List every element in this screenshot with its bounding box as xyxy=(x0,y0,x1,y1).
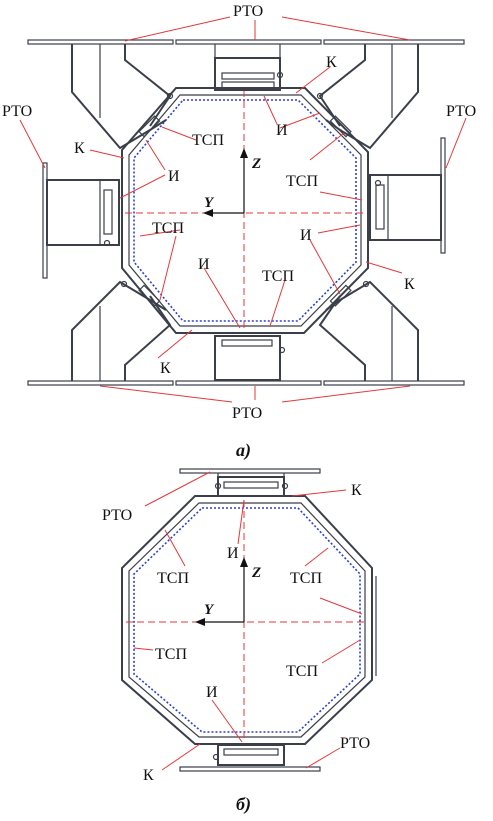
labels-a: РТО РТО РТО РТО К К К К И И И И ТСП ТСП … xyxy=(2,3,476,422)
label-i-right-a: И xyxy=(300,227,312,244)
axis-label-z-a: Z xyxy=(251,156,261,172)
label-rto-bottom-a: РТО xyxy=(232,405,262,422)
elbow-bottom-right-a xyxy=(318,280,419,381)
caption-a: а) xyxy=(236,440,251,461)
axis-label-z-b: Z xyxy=(251,565,261,581)
label-i-bottom-b: И xyxy=(206,684,218,701)
rto-plate-top-b xyxy=(179,468,321,474)
octagon-inner-b xyxy=(128,502,366,738)
axis-label-y-b: Y xyxy=(204,602,215,618)
rto-plates-top-a xyxy=(27,39,465,45)
label-i-left-a: И xyxy=(168,168,180,185)
label-k-left-a: К xyxy=(74,140,85,157)
label-k-right-a: К xyxy=(404,276,415,293)
rto-plate-bottom-b xyxy=(179,766,321,772)
label-k-bottom-b: К xyxy=(143,767,154,784)
caption-b: б) xyxy=(236,794,251,815)
label-rto-left-a: РТО xyxy=(2,103,32,120)
label-tsp-left-a: ТСП xyxy=(152,220,184,237)
label-k-top-right-a: К xyxy=(326,54,337,71)
axis-label-y-a: Y xyxy=(204,195,215,211)
label-k-bottom-a: К xyxy=(160,360,171,377)
leaders-b xyxy=(133,471,363,771)
elbow-top-right-a xyxy=(316,44,419,150)
label-tsp-bottom-a: ТСП xyxy=(262,268,294,285)
label-i-top-b: И xyxy=(227,545,239,562)
bottom-box-a xyxy=(214,335,286,381)
elbow-top-left-a xyxy=(71,44,174,150)
diagram-b: Z Y РТО К И ТСП ТСП ТСП ТСП И Р xyxy=(102,468,377,815)
label-tsp-top-right-b: ТСП xyxy=(290,570,322,587)
label-i-top-a: И xyxy=(276,122,288,139)
axes-b: Z Y xyxy=(195,557,261,626)
insulation-a xyxy=(133,99,357,322)
top-box-b xyxy=(214,473,289,497)
axes-a: Z Y xyxy=(203,148,261,217)
label-rto-right-a: РТО xyxy=(446,103,476,120)
label-tsp-bottom-right-b: ТСП xyxy=(286,663,318,680)
insulation-b xyxy=(133,507,361,733)
labels-b: РТО К И ТСП ТСП ТСП ТСП И РТО К xyxy=(102,482,370,784)
top-box-a xyxy=(214,44,284,91)
label-tsp-right-a: ТСП xyxy=(286,173,318,190)
rto-plates-bottom-a xyxy=(27,380,465,386)
octagon-hull-b xyxy=(121,495,373,745)
label-rto-top-b: РТО xyxy=(102,507,132,524)
label-i-bottom-a: И xyxy=(198,256,210,273)
label-tsp-top-left-b: ТСП xyxy=(157,570,189,587)
elbow-bottom-left-a xyxy=(71,280,172,381)
octagon-inner-a xyxy=(128,94,362,327)
label-rto-bottom-b: РТО xyxy=(340,735,370,752)
octagon-hull-a xyxy=(121,87,369,334)
bottom-box-b xyxy=(212,744,285,766)
leaders-a xyxy=(19,16,467,403)
diagram-a: Z Y xyxy=(2,3,476,461)
label-k-top-b: К xyxy=(351,482,362,499)
label-tsp-top-left-a: ТСП xyxy=(192,132,224,149)
label-rto-top-a: РТО xyxy=(233,3,263,20)
left-box-a xyxy=(46,179,120,247)
right-box-a xyxy=(369,174,442,241)
label-tsp-bottom-left-b: ТСП xyxy=(155,646,187,663)
